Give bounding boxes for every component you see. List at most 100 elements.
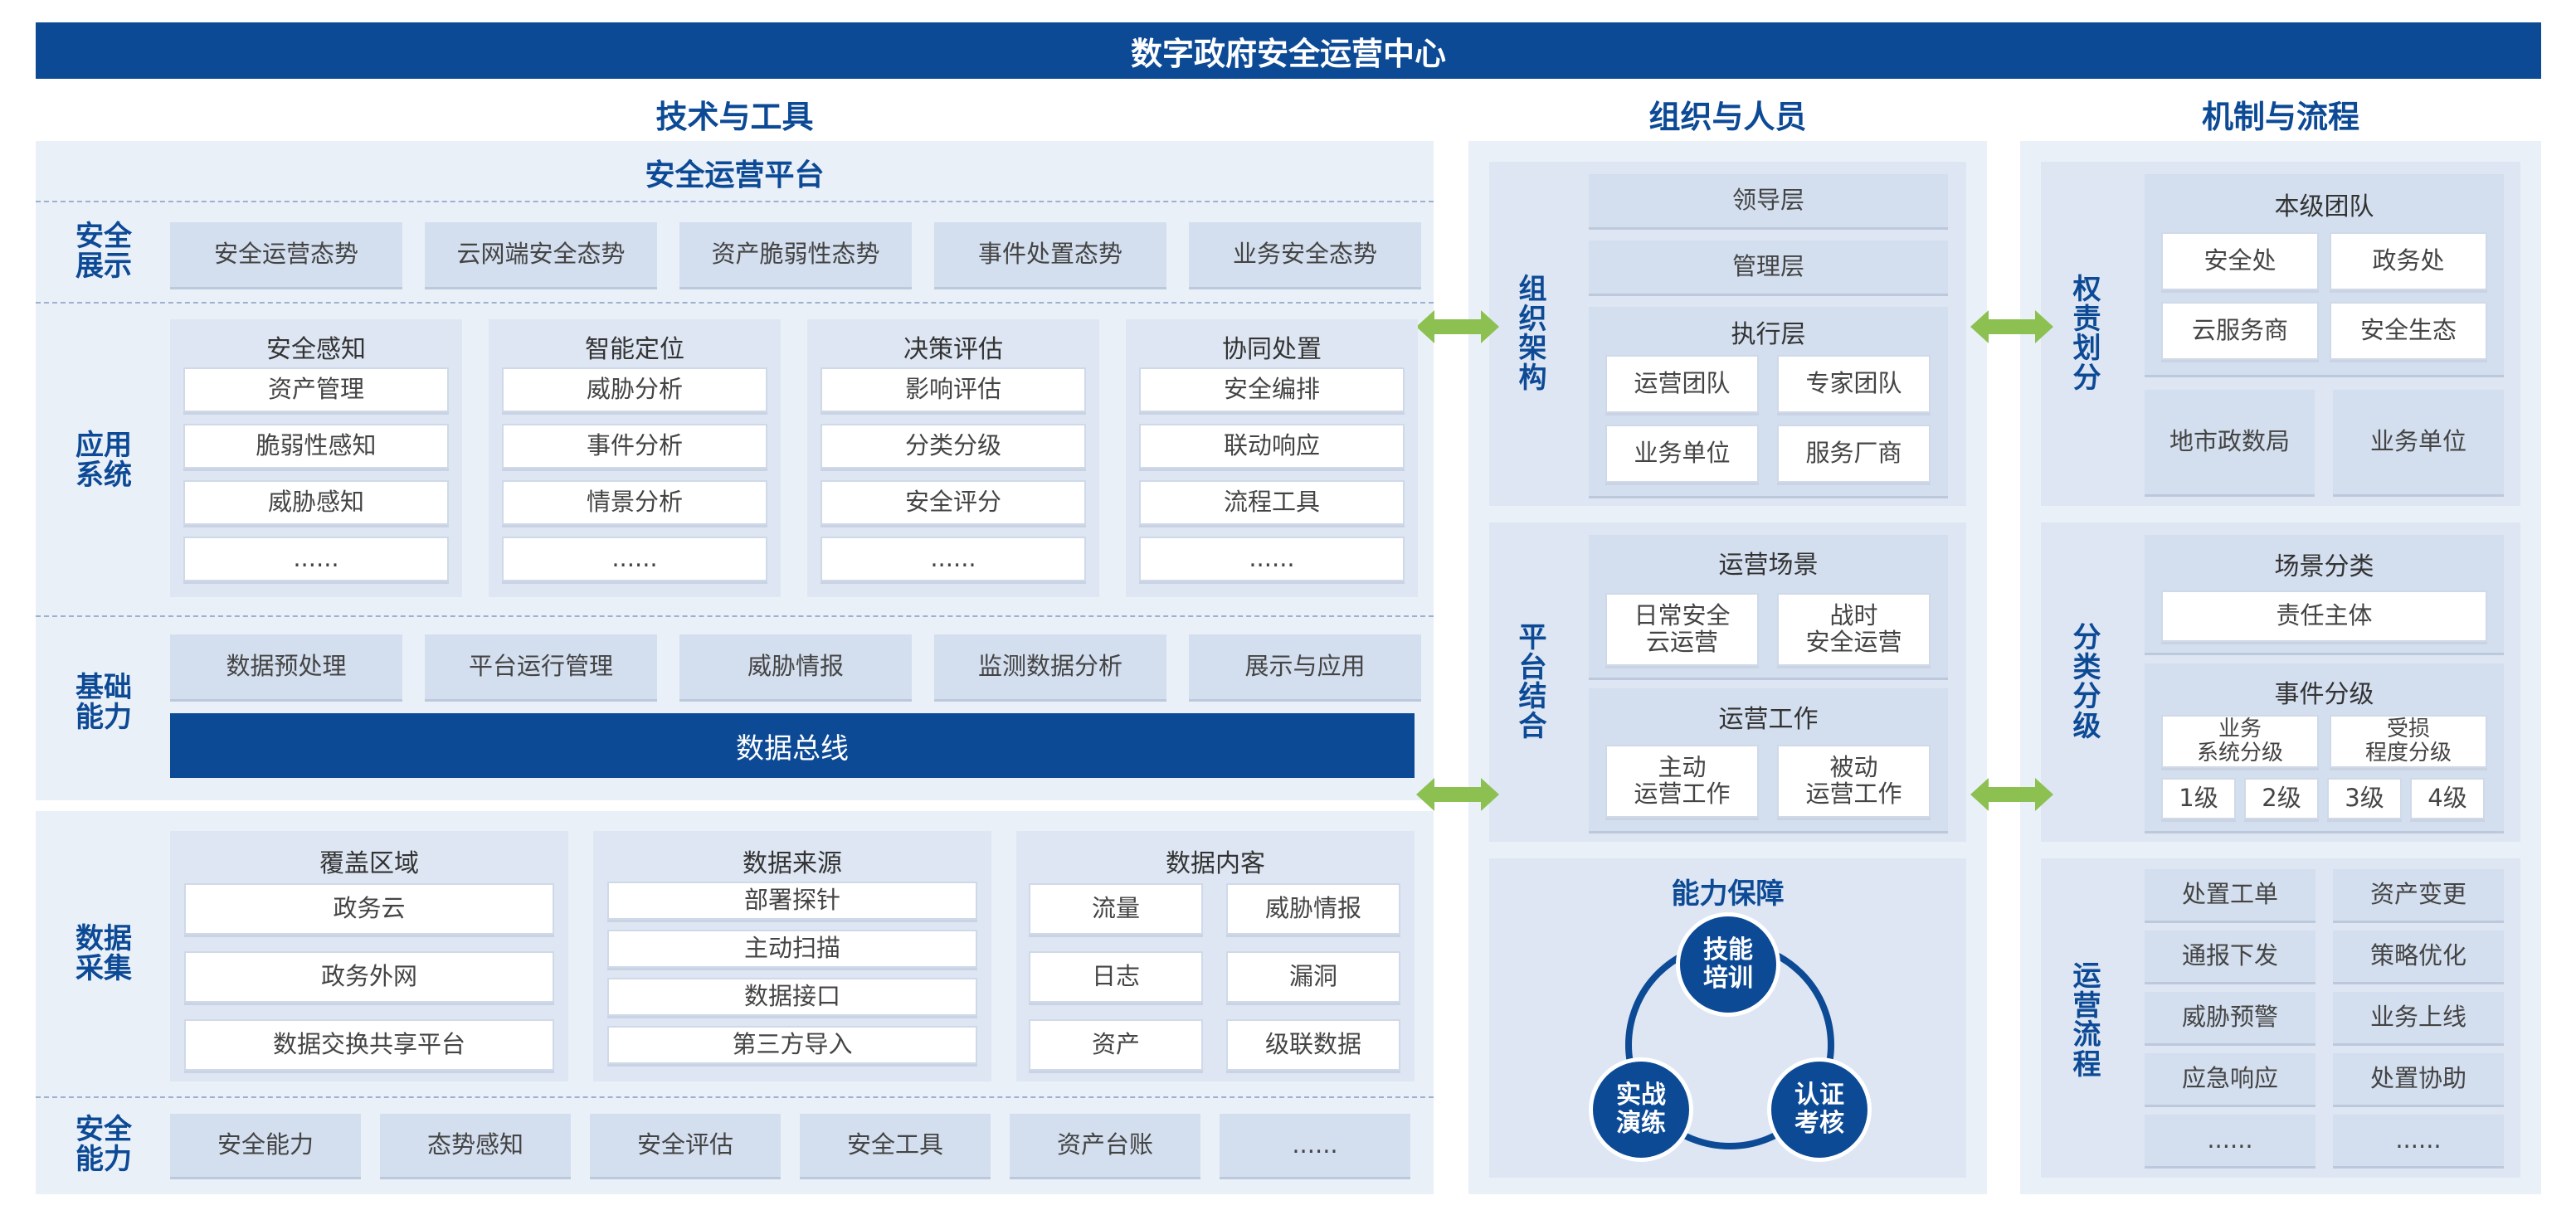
security-capability-item: 安全能力: [170, 1114, 361, 1177]
security-capability-item: 安全工具: [800, 1114, 991, 1177]
content-item: 资产: [1029, 1019, 1203, 1071]
process-item: 威胁预警: [2145, 992, 2315, 1043]
base-capability-item: 威胁情报: [679, 634, 912, 699]
org-structure-label: 组 织 架 构: [1518, 273, 1547, 396]
security-capability-item: ......: [1220, 1114, 1410, 1177]
data-collection-label: 数据 采集: [75, 922, 132, 985]
business-unit-box: 业务单位: [2333, 390, 2504, 494]
security-display-item: 安全运营态势: [170, 222, 402, 287]
app-group-item: ......: [821, 537, 1086, 581]
coverage-title: 覆盖区域: [319, 849, 419, 878]
app-group-item: ......: [502, 537, 767, 581]
app-group-item: ......: [1139, 537, 1405, 581]
double-arrow-icon: [1970, 778, 2053, 811]
process-item: 通报下发: [2145, 931, 2315, 982]
sources-title: 数据来源: [743, 849, 842, 878]
divider: [36, 615, 1434, 617]
base-capability-item: 监测数据分析: [934, 634, 1166, 699]
app-group-title: 决策评估: [903, 335, 1003, 364]
security-display-item: 云网端安全态势: [425, 222, 657, 287]
scene-class-title: 场景分类: [2274, 552, 2374, 581]
process-item: ......: [2145, 1115, 2315, 1166]
daily-ops-box: 日常安全 云运营: [1605, 593, 1759, 666]
process-item: 应急响应: [2145, 1053, 2315, 1105]
app-group-title: 安全感知: [266, 335, 366, 364]
double-arrow-icon: [1416, 778, 1499, 811]
column-title-tech: 技术与工具: [655, 99, 814, 135]
responsibility-label: 权 责 划 分: [2072, 273, 2101, 396]
content-item: 威胁情报: [1226, 883, 1400, 935]
execution-item: 专家团队: [1777, 355, 1931, 413]
execution-layer-title: 执行层: [1731, 320, 1806, 349]
divider: [36, 302, 1434, 304]
security-display-label: 安全 展示: [75, 220, 132, 283]
source-item: 主动扫描: [607, 930, 977, 968]
process-item: 处置工单: [2145, 869, 2315, 921]
content-item: 流量: [1029, 883, 1203, 935]
content-item: 级联数据: [1226, 1019, 1400, 1071]
app-group-item: 流程工具: [1139, 480, 1405, 525]
app-group-item: 威胁感知: [183, 480, 449, 525]
damage-grading-box: 受损 程度分级: [2330, 715, 2487, 768]
capability-guarantee-zone: [1489, 858, 1966, 1178]
double-arrow-icon: [1970, 310, 2053, 343]
app-group-title: 协同处置: [1222, 335, 1322, 364]
security-capability-item: 资产台账: [1010, 1114, 1200, 1177]
security-capability-label: 安全 能力: [75, 1113, 132, 1176]
app-group-item: ......: [183, 537, 449, 581]
security-display-item: 资产脆弱性态势: [679, 222, 912, 287]
security-display-item: 业务安全态势: [1189, 222, 1421, 287]
process-item: 处置协助: [2333, 1053, 2504, 1105]
capability-guarantee-title: 能力保障: [1671, 877, 1785, 911]
ops-work-title: 运营工作: [1718, 705, 1819, 734]
source-item: 部署探针: [607, 882, 977, 920]
responsible-subject-box: 责任主体: [2161, 590, 2487, 642]
app-group-item: 安全评分: [821, 480, 1086, 525]
level-item: 3级: [2327, 778, 2402, 819]
level-item: 1级: [2161, 778, 2236, 819]
execution-item: 服务厂商: [1777, 425, 1931, 483]
app-group-item: 资产管理: [183, 367, 449, 412]
security-capability-item: 安全评估: [590, 1114, 781, 1177]
app-group-item: 安全编排: [1139, 367, 1405, 412]
process-item: ......: [2333, 1115, 2504, 1166]
team-item: 政务处: [2330, 232, 2487, 290]
base-capability-item: 数据预处理: [170, 634, 402, 699]
ops-scene-title: 运营场景: [1718, 551, 1819, 580]
app-group-item: 分类分级: [821, 424, 1086, 469]
active-work-box: 主动 运营工作: [1605, 745, 1759, 818]
content-item: 日志: [1029, 951, 1203, 1003]
platform-title: 安全运营平台: [645, 158, 825, 192]
security-capability-item: 态势感知: [380, 1114, 571, 1177]
column-title-org: 组织与人员: [1648, 99, 1807, 135]
skill-training-node: 技能 培训: [1676, 912, 1780, 1017]
app-group-item: 影响评估: [821, 367, 1086, 412]
platform-combine-label: 平 台 结 合: [1518, 621, 1547, 744]
page-title: 数字政府安全运营中心: [36, 22, 2541, 79]
process-item: 资产变更: [2333, 869, 2504, 921]
coverage-item: 数据交换共享平台: [184, 1019, 554, 1071]
source-item: 数据接口: [607, 978, 977, 1016]
wartime-ops-box: 战时 安全运营: [1777, 593, 1931, 666]
certification-node: 认证 考核: [1767, 1057, 1872, 1162]
base-capability-item: 平台运行管理: [425, 634, 657, 699]
divider: [36, 1096, 1434, 1098]
base-capability-label: 基础 能力: [75, 671, 132, 734]
process-item: 策略优化: [2333, 931, 2504, 982]
security-display-item: 事件处置态势: [934, 222, 1166, 287]
base-capability-item: 展示与应用: [1189, 634, 1421, 699]
app-group-title: 智能定位: [585, 335, 684, 364]
app-group-item: 脆弱性感知: [183, 424, 449, 469]
practice-drill-node: 实战 演练: [1589, 1057, 1693, 1162]
process-item: 业务上线: [2333, 992, 2504, 1043]
app-group-item: 威胁分析: [502, 367, 767, 412]
execution-item: 运营团队: [1605, 355, 1759, 413]
app-system-label: 应用 系统: [75, 429, 132, 492]
column-title-mech: 机制与流程: [2201, 99, 2359, 135]
app-group-item: 事件分析: [502, 424, 767, 469]
level-item: 2级: [2244, 778, 2319, 819]
management-layer: 管理层: [1589, 241, 1948, 294]
local-team-title: 本级团队: [2274, 192, 2374, 221]
app-group-item: 情景分析: [502, 480, 767, 525]
team-item: 安全处: [2161, 232, 2319, 290]
